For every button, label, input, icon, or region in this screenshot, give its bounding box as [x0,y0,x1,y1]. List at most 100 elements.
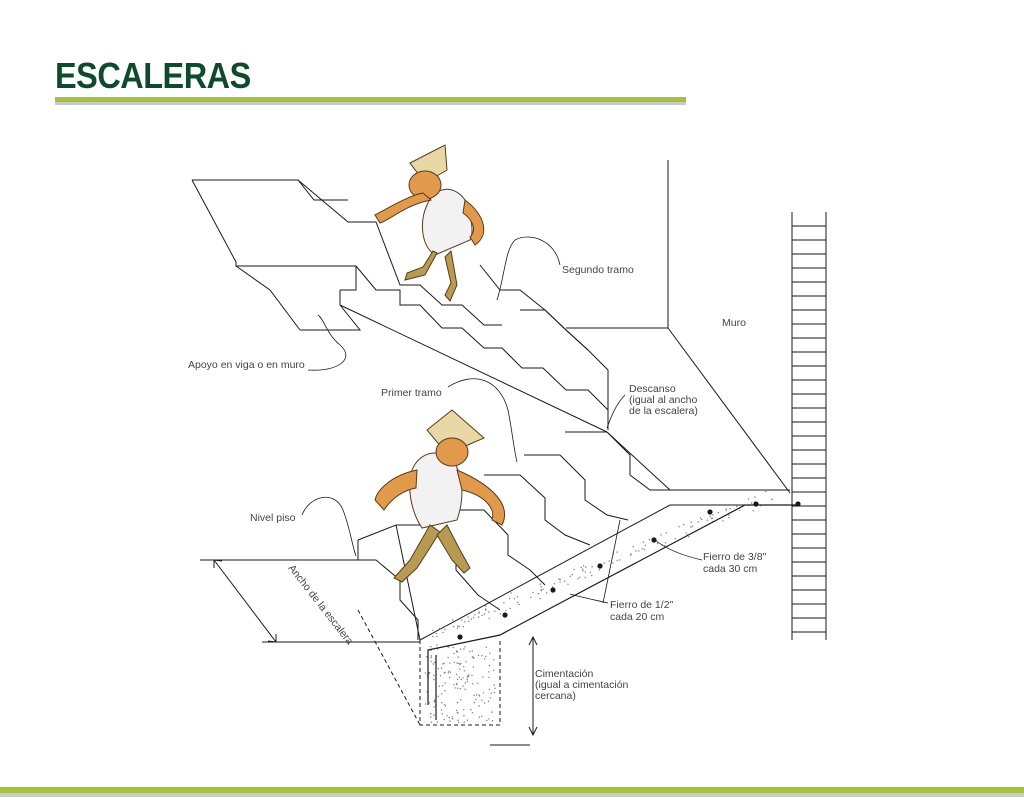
stipple-dot [455,683,458,685]
stipple-dot [516,596,518,598]
stipple-dot [478,716,480,718]
stipple-dot [464,646,466,648]
stipple-dot [539,597,541,600]
width-dim-line [213,559,277,643]
stipple-dot [478,612,480,614]
person-leg-left [393,524,441,583]
stipple-dot [451,716,453,718]
rebar-dot [753,501,759,507]
stipple-dot [459,668,461,670]
stipple-dot [664,542,667,544]
stipple-dot [481,715,483,718]
stipple-dot [491,711,493,713]
stipple-dot [485,605,487,607]
stipple-dot [449,671,451,673]
stipple-dot [448,646,450,648]
stipple-dot [725,509,727,511]
stipple-dot [712,514,714,516]
leader-nivel-piso [301,496,357,557]
foundation-outline [419,640,501,726]
stipple-dot [459,663,461,666]
stipple-dot [656,542,659,545]
stipple-dot [442,663,444,665]
title-underline [55,97,686,105]
stipple-dot [484,658,486,660]
stipple-dot [471,610,474,613]
stipple-dot [509,607,511,610]
stipple-dot [488,617,490,620]
label-descanso-3: de la escalera) [629,405,698,417]
stipple-dot [569,575,572,577]
stipple-dot [648,538,651,541]
stipple-dot [435,632,437,635]
stipple-dot [481,699,483,701]
stipple-dot [754,496,756,498]
stipple-dot [567,583,569,585]
label-fierro12: Fierro de 1/2" [610,599,674,611]
stipple-dot [580,566,582,569]
rebars [427,501,801,720]
first-flight-step-5 [524,454,629,521]
dim-arrow-bottom [528,726,538,737]
stipple-dot [685,532,687,534]
stipple-dot [451,718,454,720]
stipple-dot [437,668,440,670]
person-leg-right [436,524,471,574]
stipple-dot [446,715,448,717]
stipple-dot [453,661,455,664]
stipple-dot [433,674,435,677]
stipple-dot [482,676,484,678]
stipple-dot [462,626,464,628]
stipple-dot [688,536,690,538]
stipple-dot [451,619,454,621]
stipple-dot [426,656,428,658]
stipple-dot [485,655,487,658]
stipple-dot [540,586,542,588]
stipple-dot [430,655,432,657]
support-beam [300,290,362,331]
stipple-dot [444,671,446,674]
stipple-dot [433,699,436,701]
stipple-dot [638,550,640,552]
second-flight-soffit [339,304,608,433]
stipple-dot [616,559,618,562]
person-arm-right [456,469,506,526]
first-flight-step-4 [484,474,591,546]
stipple-dot [458,662,460,665]
concrete-stipple [424,490,773,723]
foundation-diagonal [357,609,421,726]
stipple-dot [440,693,443,695]
stipple-dot [591,566,593,568]
stipple-dot [449,720,451,722]
second-flight-profile [355,265,609,411]
stipple-dot [456,662,458,664]
rebar-dot [597,563,603,569]
landing-top [606,431,790,491]
stipple-dot [473,694,475,697]
stipple-dot [471,674,473,677]
stipple-dot [458,625,460,628]
person-arm-right [462,199,485,246]
stipple-dot [432,629,434,632]
stipple-dot [481,614,483,617]
stipple-dot [532,591,534,594]
stipple-dot [584,576,586,579]
stipple-dot [699,517,702,519]
stipple-dot [443,662,445,665]
stipple-dot [750,502,753,504]
stipple-dot [771,498,773,501]
upper-landing-edge [191,179,357,291]
rebar-dot [795,501,801,507]
stipple-dot [457,625,459,627]
landing-side-edge [667,327,791,494]
stipple-dot [485,646,487,648]
stipple-dot [728,516,730,519]
stipple-dot [455,709,458,712]
stipple-dot [449,662,451,664]
stipple-dot [471,656,474,658]
stipple-dot [453,652,455,655]
person-arm-left [374,192,433,224]
stipple-dot [747,498,750,500]
person-arm-left [374,469,418,511]
